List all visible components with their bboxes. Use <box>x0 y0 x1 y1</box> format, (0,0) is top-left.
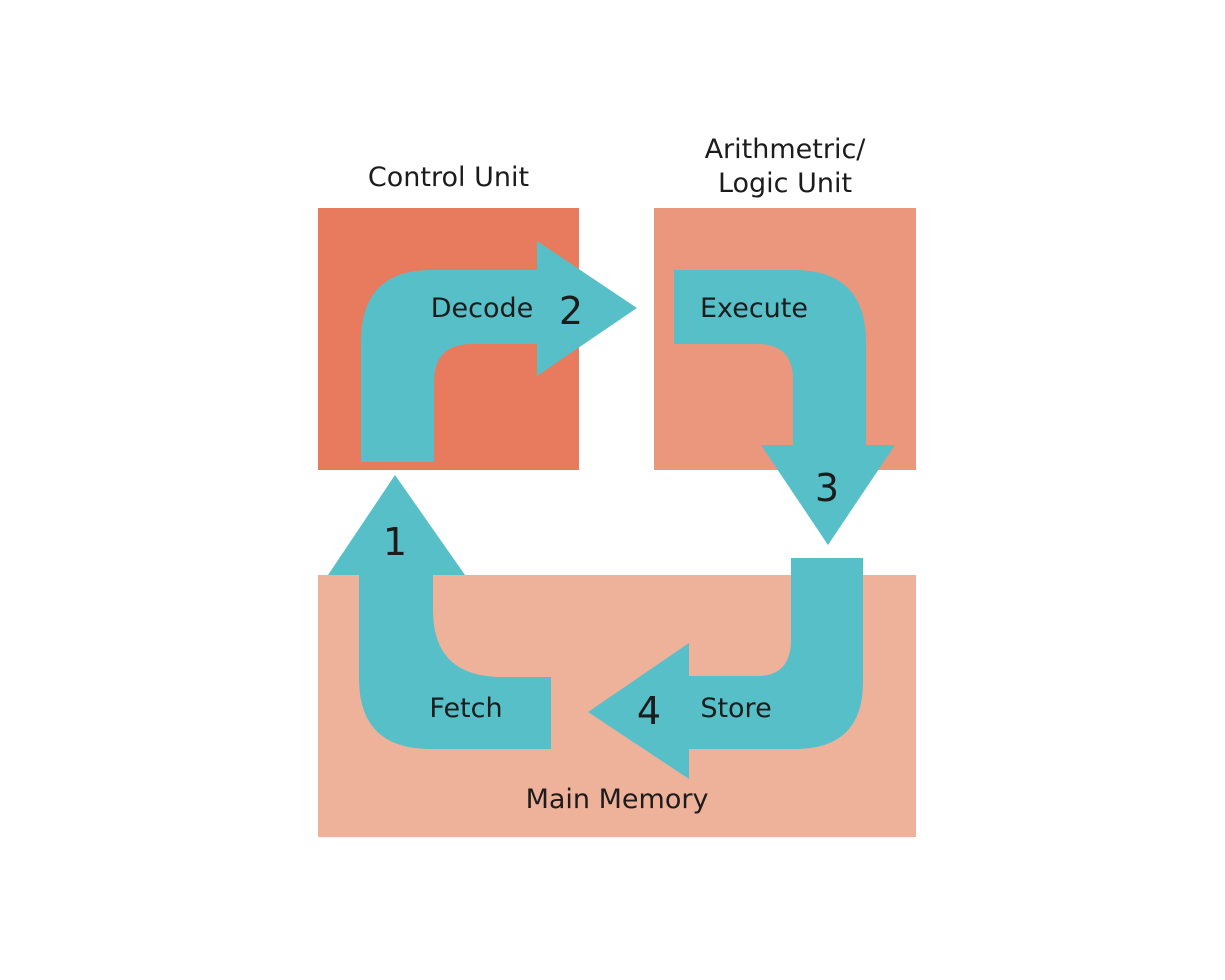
store-label: Store <box>700 693 772 724</box>
control-unit-title: Control Unit <box>367 162 530 193</box>
alu-title-line1: Arithmetric/ <box>704 134 866 165</box>
step-number-4: 4 <box>636 689 662 733</box>
step-number-1: 1 <box>382 520 408 564</box>
execute-label: Execute <box>700 293 808 324</box>
step-number-2: 2 <box>558 289 584 333</box>
store-arrow <box>588 558 863 779</box>
execute-arrow <box>674 270 895 545</box>
step-number-3: 3 <box>814 466 840 510</box>
decode-label: Decode <box>430 293 534 324</box>
decode-arrow <box>361 241 637 462</box>
alu-title-line2: Logic Unit <box>717 168 853 199</box>
main-memory-title: Main Memory <box>525 784 709 815</box>
fetch-arrow <box>328 475 551 749</box>
fetch-label: Fetch <box>429 693 503 724</box>
